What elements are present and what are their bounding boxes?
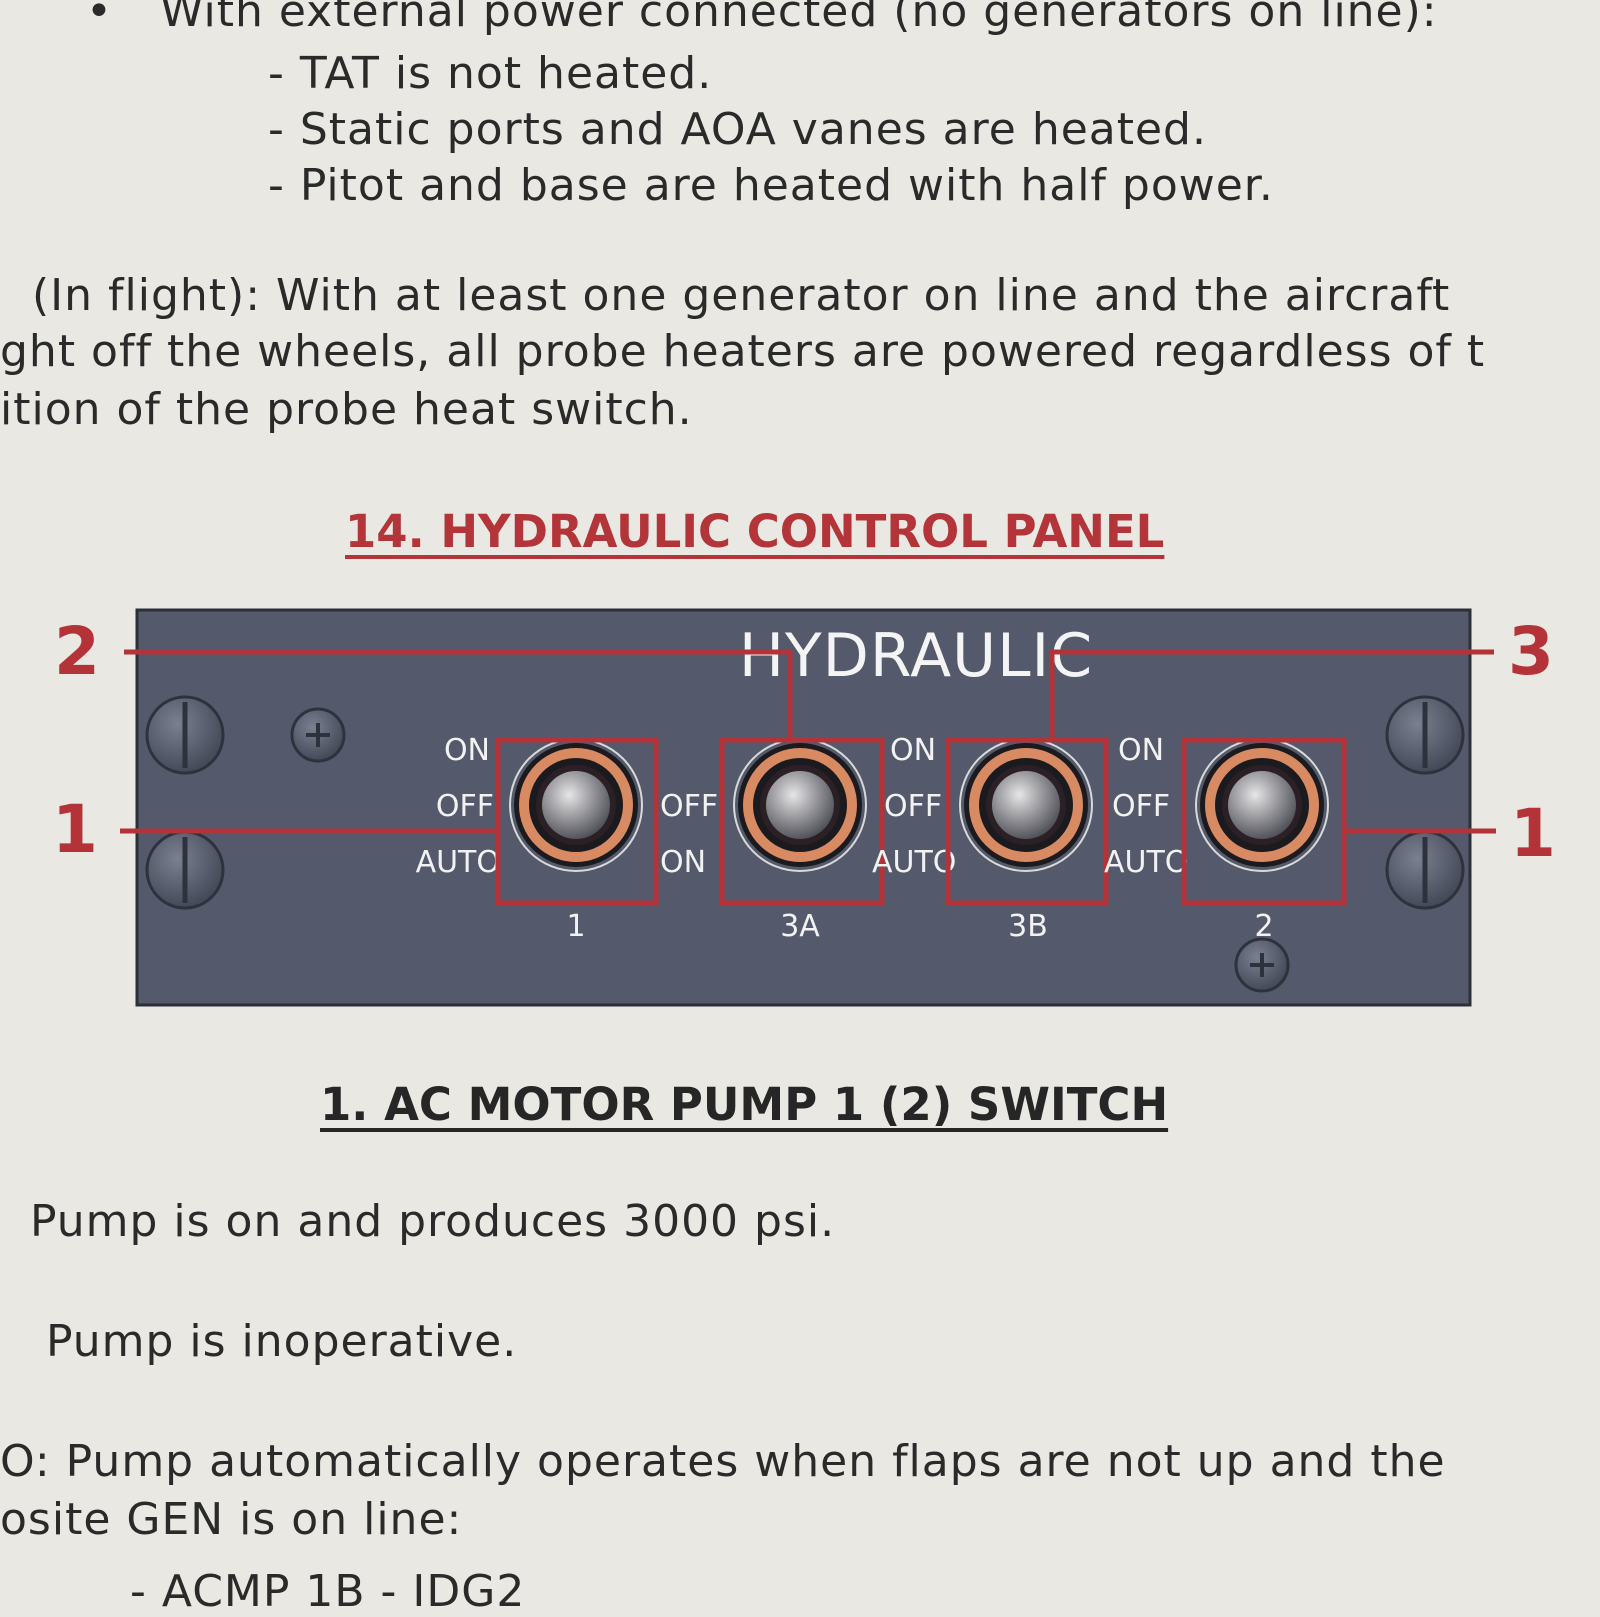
callout-line-3: [1049, 649, 1494, 740]
description-auto-line-2: osite GEN is on line:: [0, 1494, 463, 1545]
intro-sub-item: - Static ports and AOA vanes are heated.: [268, 104, 1207, 155]
description-on: Pump is on and produces 3000 psi.: [30, 1196, 836, 1247]
switch-3a-highlight-box: [719, 737, 885, 906]
switch-2-label-auto: AUTO: [1104, 845, 1188, 880]
section-heading: 14. HYDRAULIC CONTROL PANEL: [345, 505, 1165, 558]
switch-3a-label-on: ON: [660, 845, 706, 880]
switch-1-label-off: OFF: [436, 789, 494, 824]
switch-1-toggle[interactable]: [509, 738, 643, 872]
switch-3b-label-on: ON: [890, 733, 936, 768]
in-flight-line: ition of the probe heat switch.: [0, 384, 693, 435]
switch-1-label-auto: AUTO: [416, 845, 500, 880]
intro-bullet-text: With external power connected (no genera…: [160, 0, 1438, 37]
phillips-screw-icon: [290, 707, 346, 763]
intro-sub-item: - Pitot and base are heated with half po…: [268, 160, 1274, 211]
callout-number-1-right: 1: [1510, 795, 1556, 872]
switch-3a-label-off: OFF: [660, 789, 718, 824]
switch-3b-label-auto: AUTO: [872, 845, 956, 880]
switch-1-label-on: ON: [444, 733, 490, 768]
mount-screw-icon: [1385, 695, 1465, 775]
switch-1-highlight-box: [495, 737, 659, 906]
switch-3a-name: 3A: [780, 909, 820, 944]
in-flight-line: ght off the wheels, all probe heaters ar…: [0, 326, 1486, 377]
callout-number-1-left: 1: [52, 791, 98, 868]
subsection-heading: 1. AC MOTOR PUMP 1 (2) SWITCH: [320, 1078, 1169, 1131]
mount-screw-icon: [145, 695, 225, 775]
switch-2-highlight-box: [1181, 737, 1347, 906]
switch-3b-toggle[interactable]: [959, 738, 1093, 872]
switch-2-toggle[interactable]: [1195, 738, 1329, 872]
callout-number-2: 2: [54, 613, 100, 690]
intro-bullet-line: • With external power connected (no gene…: [86, 0, 1438, 37]
callout-number-3: 3: [1508, 613, 1554, 690]
switch-3b-label-off: OFF: [884, 789, 942, 824]
panel-title: HYDRAULIC: [739, 621, 1093, 691]
phillips-screw-icon: [1234, 937, 1290, 993]
intro-sub-item: - TAT is not heated.: [268, 48, 713, 99]
description-off: Pump is inoperative.: [46, 1316, 518, 1367]
switch-2-label-on: ON: [1118, 733, 1164, 768]
switch-3b-name: 3B: [1008, 909, 1048, 944]
mount-screw-icon: [145, 830, 225, 910]
switch-2-label-off: OFF: [1112, 789, 1170, 824]
mount-screw-icon: [1385, 830, 1465, 910]
description-auto-line-3: - ACMP 1B - IDG2: [130, 1566, 526, 1617]
switch-2-name: 2: [1254, 909, 1273, 944]
switch-3a-toggle[interactable]: [733, 738, 867, 872]
hydraulic-panel-figure: HYDRAULIC ON OFF AUTO 1 OFF ON 3A ON OFF…: [52, 608, 1556, 1007]
callout-line-2: [124, 649, 793, 740]
switch-3b-highlight-box: [945, 737, 1109, 906]
in-flight-line: (In flight): With at least one generator…: [32, 270, 1451, 321]
switch-1-name: 1: [566, 909, 585, 944]
description-auto-line-1: O: Pump automatically operates when flap…: [0, 1436, 1446, 1487]
bullet-dot: •: [86, 0, 113, 37]
